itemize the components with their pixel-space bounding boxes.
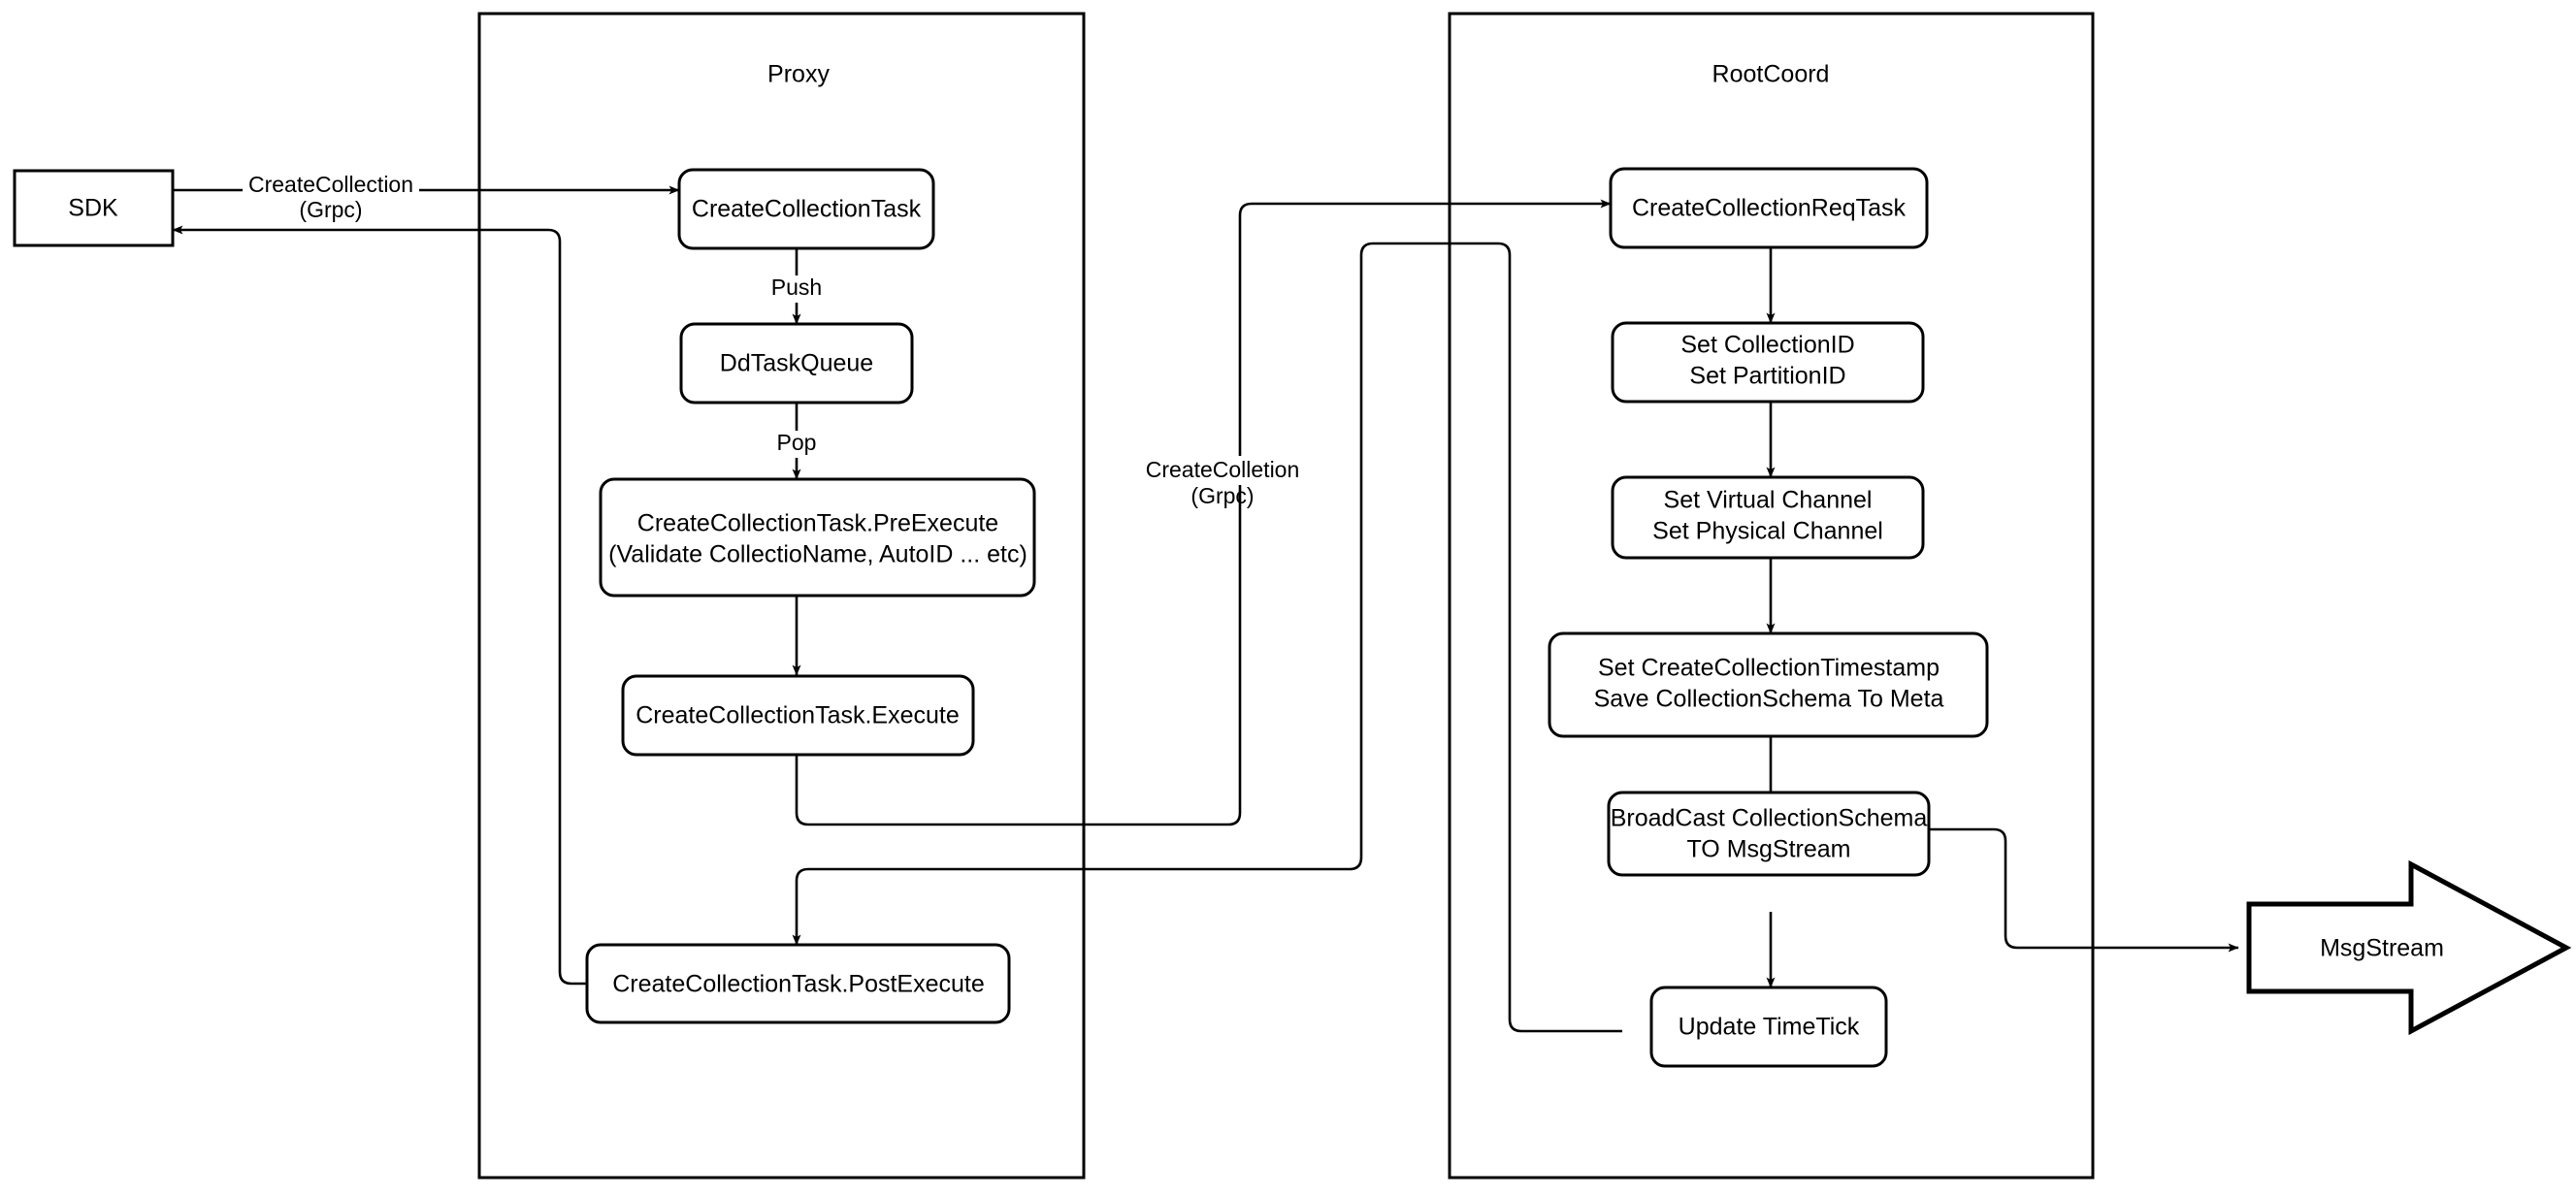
proxy-to-rootcoord-label-line1: CreateColletion: [1146, 457, 1300, 482]
node-broadcast[interactable]: BroadCast CollectionSchema TO MsgStream: [1607, 791, 1931, 877]
set-ids-box[interactable]: [1611, 321, 1925, 404]
update-timetick-label: Update TimeTick: [1679, 1014, 1860, 1041]
execute-label: CreateCollectionTask.Execute: [636, 702, 960, 729]
sdk-box[interactable]: [13, 169, 175, 247]
sdk-to-proxy-label-line2: (Grpc): [299, 197, 362, 222]
label-mask-push: [768, 275, 825, 303]
post-execute-label: CreateCollectionTask.PostExecute: [612, 971, 985, 998]
node-execute[interactable]: CreateCollectionTask.Execute: [621, 674, 975, 757]
broadcast-label-line2: TO MsgStream: [1686, 836, 1850, 863]
create-collection-task-box[interactable]: [677, 168, 935, 250]
node-post-execute[interactable]: CreateCollectionTask.PostExecute: [585, 943, 1011, 1024]
label-mask-pop: [772, 431, 821, 458]
edge-broadcast-to-msgstream: [1929, 827, 2239, 953]
sdk-to-proxy-label-line1: CreateCollection: [248, 172, 413, 197]
execute-box[interactable]: [621, 674, 975, 757]
node-set-meta[interactable]: Set CreateCollectionTimestamp Save Colle…: [1548, 631, 1989, 738]
create-collection-task-label: CreateCollectionTask: [692, 196, 922, 223]
node-pre-execute[interactable]: CreateCollectionTask.PreExecute (Validat…: [599, 477, 1036, 598]
pop-label: Pop: [777, 430, 817, 455]
dd-task-queue-label: DdTaskQueue: [720, 350, 873, 377]
post-execute-box[interactable]: [585, 943, 1011, 1024]
node-sdk[interactable]: SDK: [13, 169, 175, 247]
pre-execute-label-line1: CreateCollectionTask.PreExecute: [637, 510, 998, 537]
edge-label-sdk-to-proxy: CreateCollection (Grpc): [243, 172, 419, 222]
set-physical-channel-label: Set Physical Channel: [1652, 518, 1883, 545]
pre-execute-box[interactable]: [599, 477, 1036, 598]
set-channels-box[interactable]: [1611, 475, 1925, 560]
dd-task-queue-box[interactable]: [679, 322, 914, 404]
set-partition-id-label: Set PartitionID: [1689, 363, 1845, 390]
pre-execute-label-line2: (Validate CollectioName, AutoID ... etc): [608, 541, 1027, 568]
broadcast-box[interactable]: [1607, 791, 1931, 877]
node-msgstream[interactable]: MsgStream: [2246, 859, 2572, 1036]
node-set-channels[interactable]: Set Virtual Channel Set Physical Channel: [1611, 475, 1925, 560]
msgstream-arrow-shape[interactable]: [2246, 859, 2572, 1036]
edge-updatetimetick-to-postexecute: [792, 242, 1622, 1033]
proxy-to-rootcoord-label-line2: (Grpc): [1190, 483, 1254, 508]
create-collection-req-task-label: CreateCollectionReqTask: [1632, 195, 1907, 222]
sdk-label: SDK: [68, 195, 118, 222]
push-label: Push: [771, 275, 822, 300]
node-update-timetick[interactable]: Update TimeTick: [1649, 986, 1888, 1068]
node-create-collection-req-task[interactable]: CreateCollectionReqTask: [1609, 167, 1929, 249]
create-collection-req-task-box[interactable]: [1609, 167, 1929, 249]
set-meta-box[interactable]: [1548, 631, 1989, 738]
msgstream-label: MsgStream: [2320, 935, 2444, 962]
rootcoord-container-label: RootCoord: [1712, 61, 1830, 88]
proxy-container-label: Proxy: [767, 61, 830, 88]
set-collection-id-label: Set CollectionID: [1680, 332, 1854, 359]
node-set-ids[interactable]: Set CollectionID Set PartitionID: [1611, 321, 1925, 404]
set-virtual-channel-label: Set Virtual Channel: [1664, 487, 1873, 514]
node-create-collection-task[interactable]: CreateCollectionTask: [677, 168, 935, 250]
node-dd-task-queue[interactable]: DdTaskQueue: [679, 322, 914, 404]
broadcast-label-line1: BroadCast CollectionSchema: [1611, 805, 1928, 832]
update-timetick-box[interactable]: [1649, 986, 1888, 1068]
edge-label-push: Push: [768, 275, 825, 303]
label-mask-2: [1155, 456, 1325, 485]
save-collection-schema-label: Save CollectionSchema To Meta: [1594, 686, 1944, 713]
edge-execute-to-createcollectionreqtask: [795, 199, 1612, 826]
edge-label-pop: Pop: [772, 430, 821, 458]
edge-label-proxy-to-rootcoord: CreateColletion (Grpc): [1146, 456, 1325, 508]
set-create-collection-timestamp-label: Set CreateCollectionTimestamp: [1598, 655, 1940, 682]
label-mask-1: [243, 173, 419, 204]
edge-postexecute-to-sdk: [172, 225, 587, 986]
